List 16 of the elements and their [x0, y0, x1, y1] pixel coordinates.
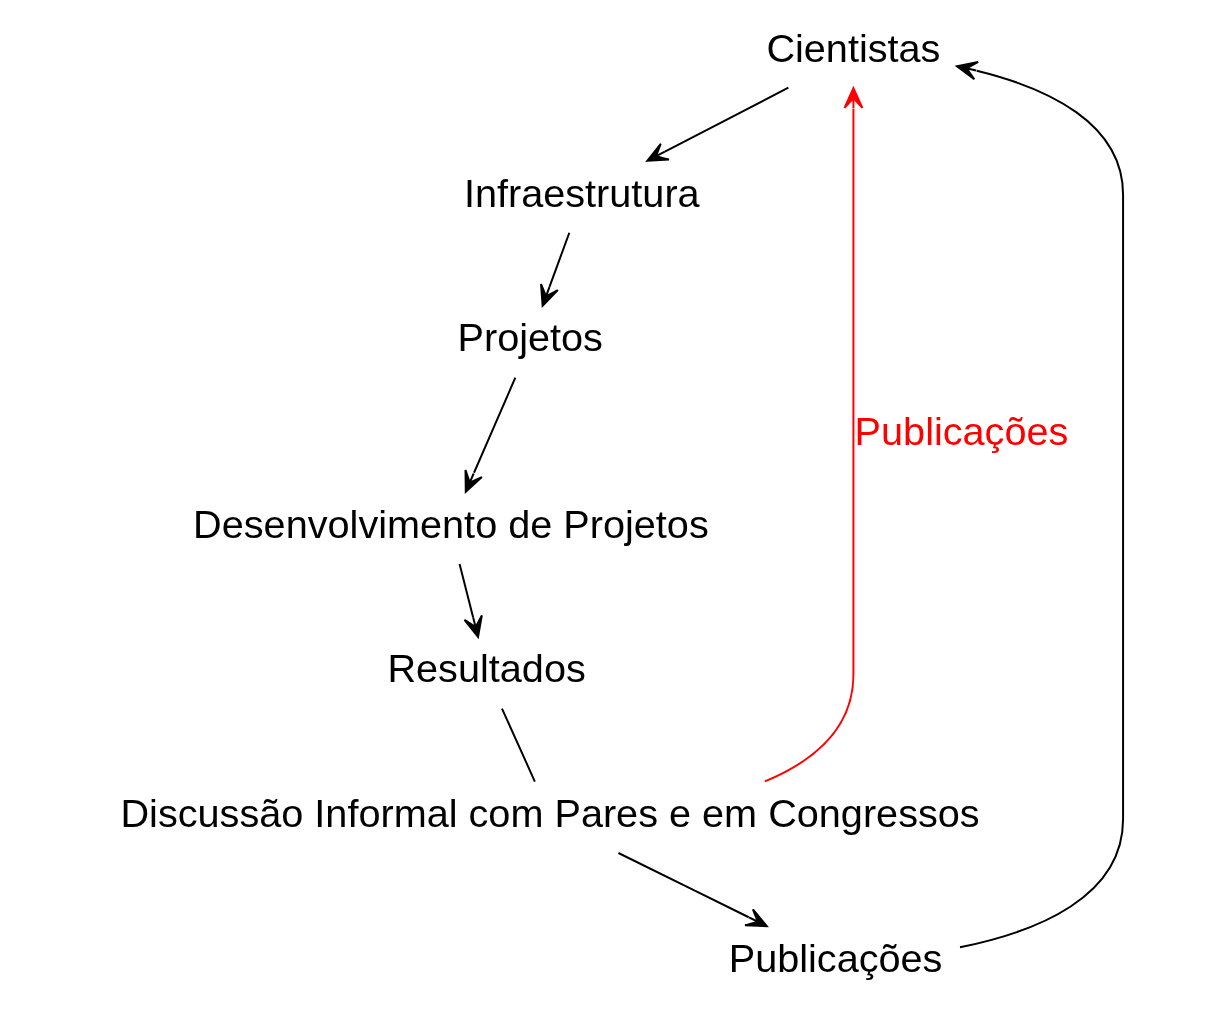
- node-text: Discussão Informal com Pares e em Congressos: [119, 791, 980, 836]
- arrow: [539, 231, 570, 307]
- node-text: Publicações: [728, 935, 942, 980]
- arrow: [955, 60, 1124, 949]
- node-text: Projetos: [457, 315, 603, 360]
- arrow: [458, 562, 483, 638]
- node-text: Cientistas: [765, 25, 940, 70]
- arrow: [616, 852, 768, 928]
- edge-label: Publicações: [854, 408, 1068, 453]
- node-text: Resultados: [386, 646, 586, 691]
- connector: [500, 707, 536, 783]
- node-text: Infraestrutura: [463, 170, 700, 215]
- arrow: [464, 376, 516, 493]
- node-text: Desenvolvimento de Projetos: [192, 501, 709, 546]
- arrow: [645, 86, 789, 162]
- arrow: [763, 87, 863, 783]
